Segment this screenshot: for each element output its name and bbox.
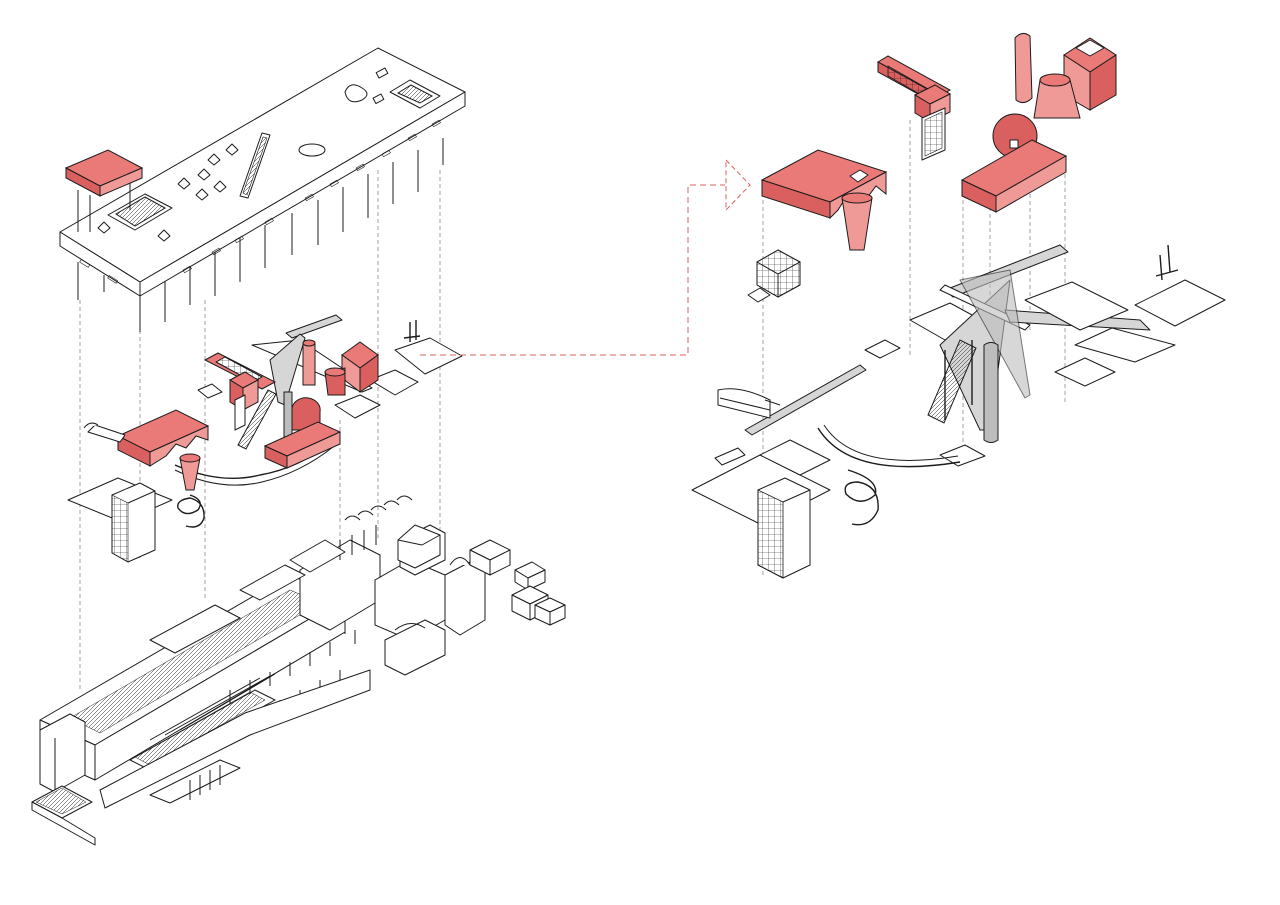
walkway-plates xyxy=(744,244,1226,467)
red-bridge-tower xyxy=(876,55,952,161)
right-black-stair xyxy=(927,339,977,424)
existing-buildings xyxy=(31,495,566,846)
red-cone xyxy=(841,192,873,251)
red-drum xyxy=(1033,73,1081,119)
right-exploded-detail xyxy=(691,32,1226,579)
chair-object xyxy=(1155,244,1179,281)
roof-columns xyxy=(77,138,444,332)
escalator xyxy=(717,388,781,419)
grey-column xyxy=(983,342,999,443)
left-stair-tower xyxy=(111,482,156,563)
red-roof-pavilion xyxy=(64,149,144,232)
connector-arrow xyxy=(420,184,725,356)
middle-layer xyxy=(67,314,463,563)
curved-path xyxy=(817,427,961,468)
lattice-cube xyxy=(747,249,801,303)
left-stack xyxy=(31,47,566,846)
roof-skylights xyxy=(97,143,239,242)
red-pavilion-small xyxy=(960,113,1068,213)
base-plate-stair-tower xyxy=(691,439,831,579)
spiral-ramp xyxy=(844,469,879,526)
roof-slab xyxy=(59,47,466,332)
connector-arrowhead xyxy=(725,158,751,212)
small-houses xyxy=(469,539,566,626)
roof-edge-windows xyxy=(79,119,441,284)
red-pill xyxy=(1014,32,1033,104)
